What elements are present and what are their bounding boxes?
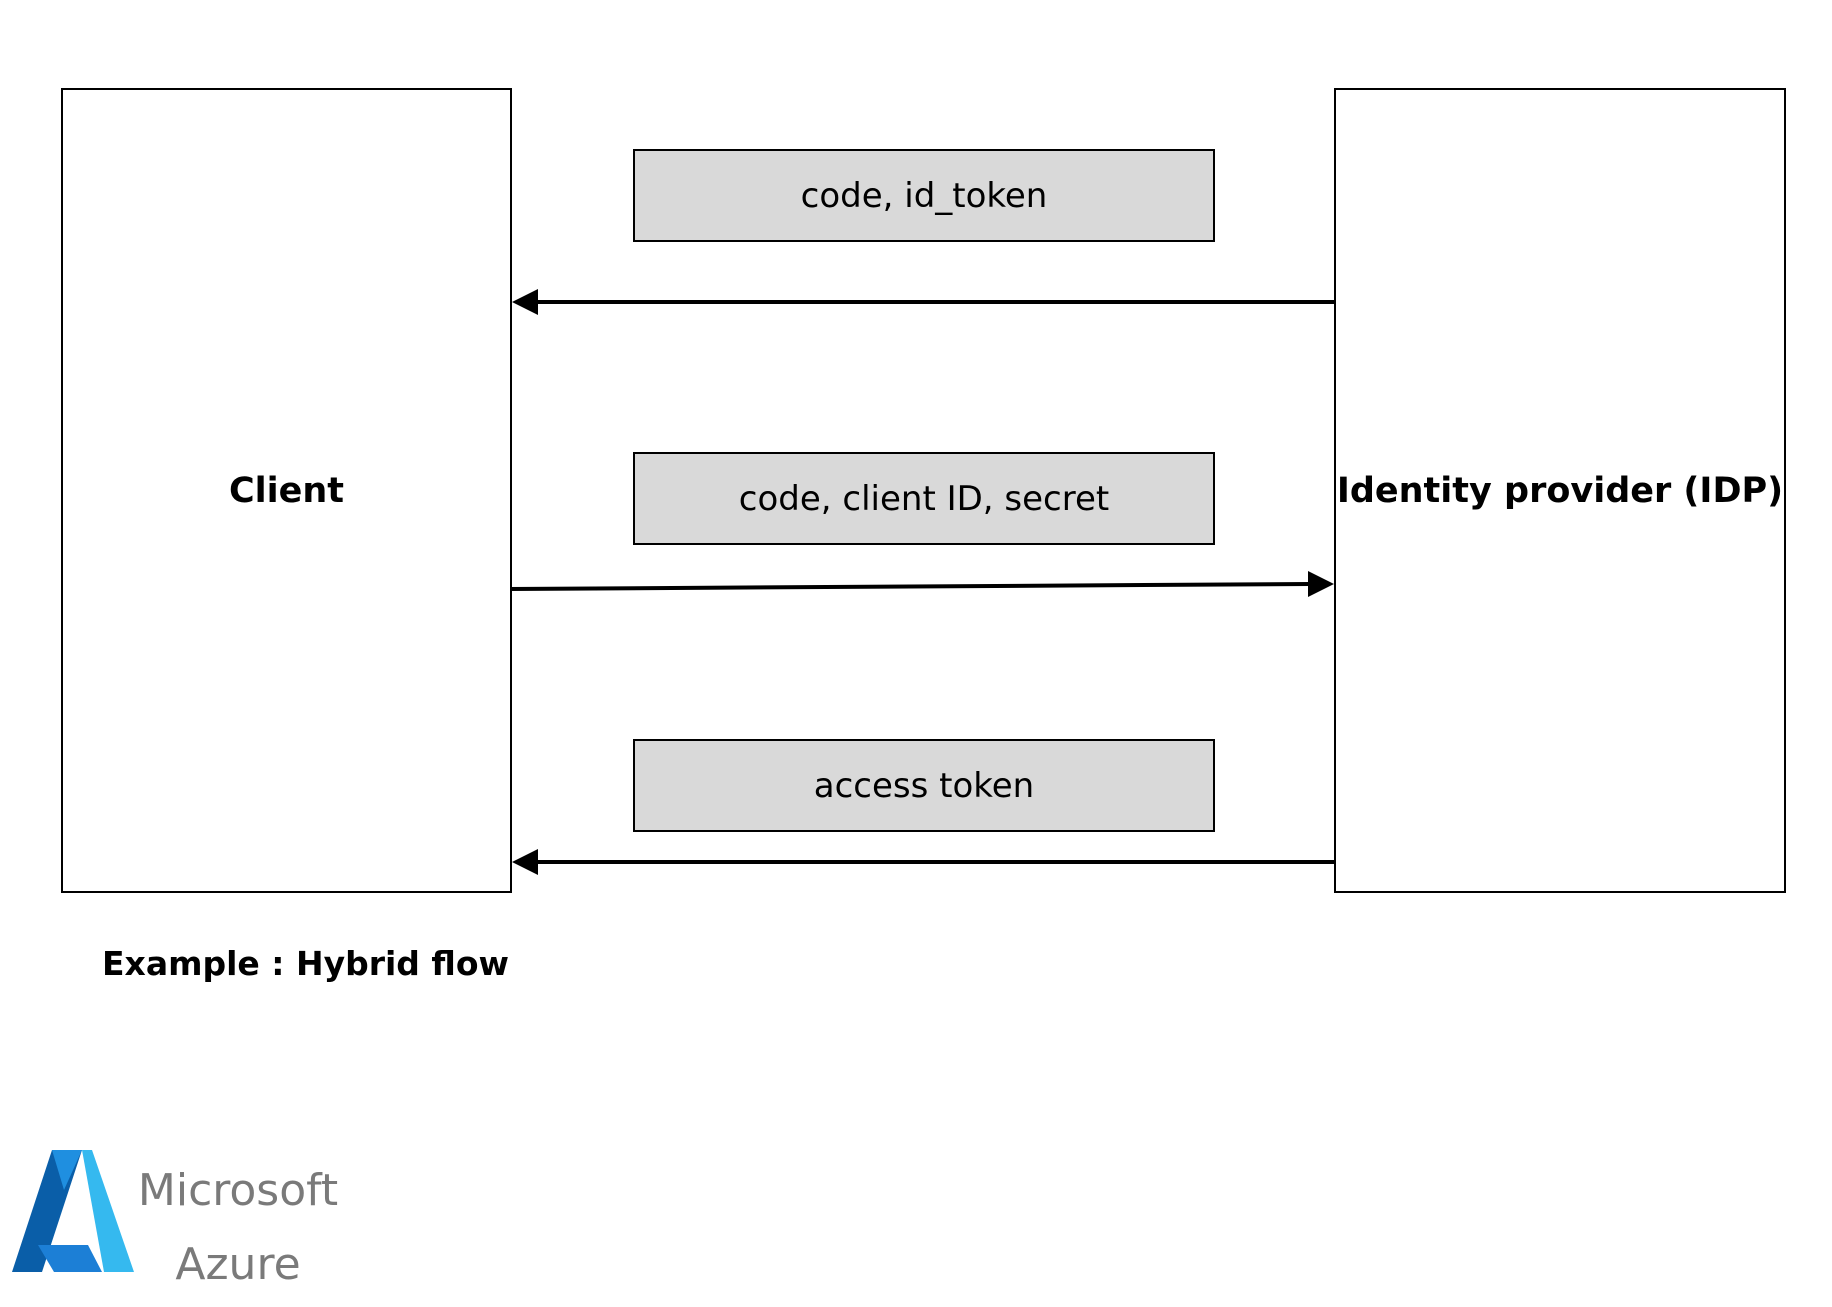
idp-actor-label: Identity provider (IDP) — [1336, 470, 1784, 511]
azure-logo-icon — [12, 1150, 134, 1272]
idp-actor-box: Identity provider (IDP) — [1334, 88, 1786, 893]
arrow-idp-to-client-2 — [512, 849, 1334, 875]
diagram-caption: Example : Hybrid flow — [102, 944, 510, 983]
client-actor-box: Client — [61, 88, 512, 893]
message-label: code, id_token — [800, 175, 1048, 216]
logo-text-line2: Azure — [175, 1239, 301, 1290]
client-actor-label: Client — [228, 470, 345, 511]
message-label-box-3: access token — [633, 739, 1215, 832]
arrow-idp-to-client-1 — [512, 289, 1334, 315]
message-label-box-1: code, id_token — [633, 149, 1215, 242]
microsoft-azure-logo: Microsoft Azure — [10, 1150, 340, 1290]
message-label: code, client ID, secret — [738, 478, 1110, 519]
message-label: access token — [813, 765, 1035, 806]
logo-text-line1: Microsoft — [137, 1165, 339, 1216]
arrow-client-to-idp — [509, 571, 1334, 597]
logo-wordmark: Microsoft Azure — [128, 1154, 348, 1302]
message-label-box-2: code, client ID, secret — [633, 452, 1215, 545]
